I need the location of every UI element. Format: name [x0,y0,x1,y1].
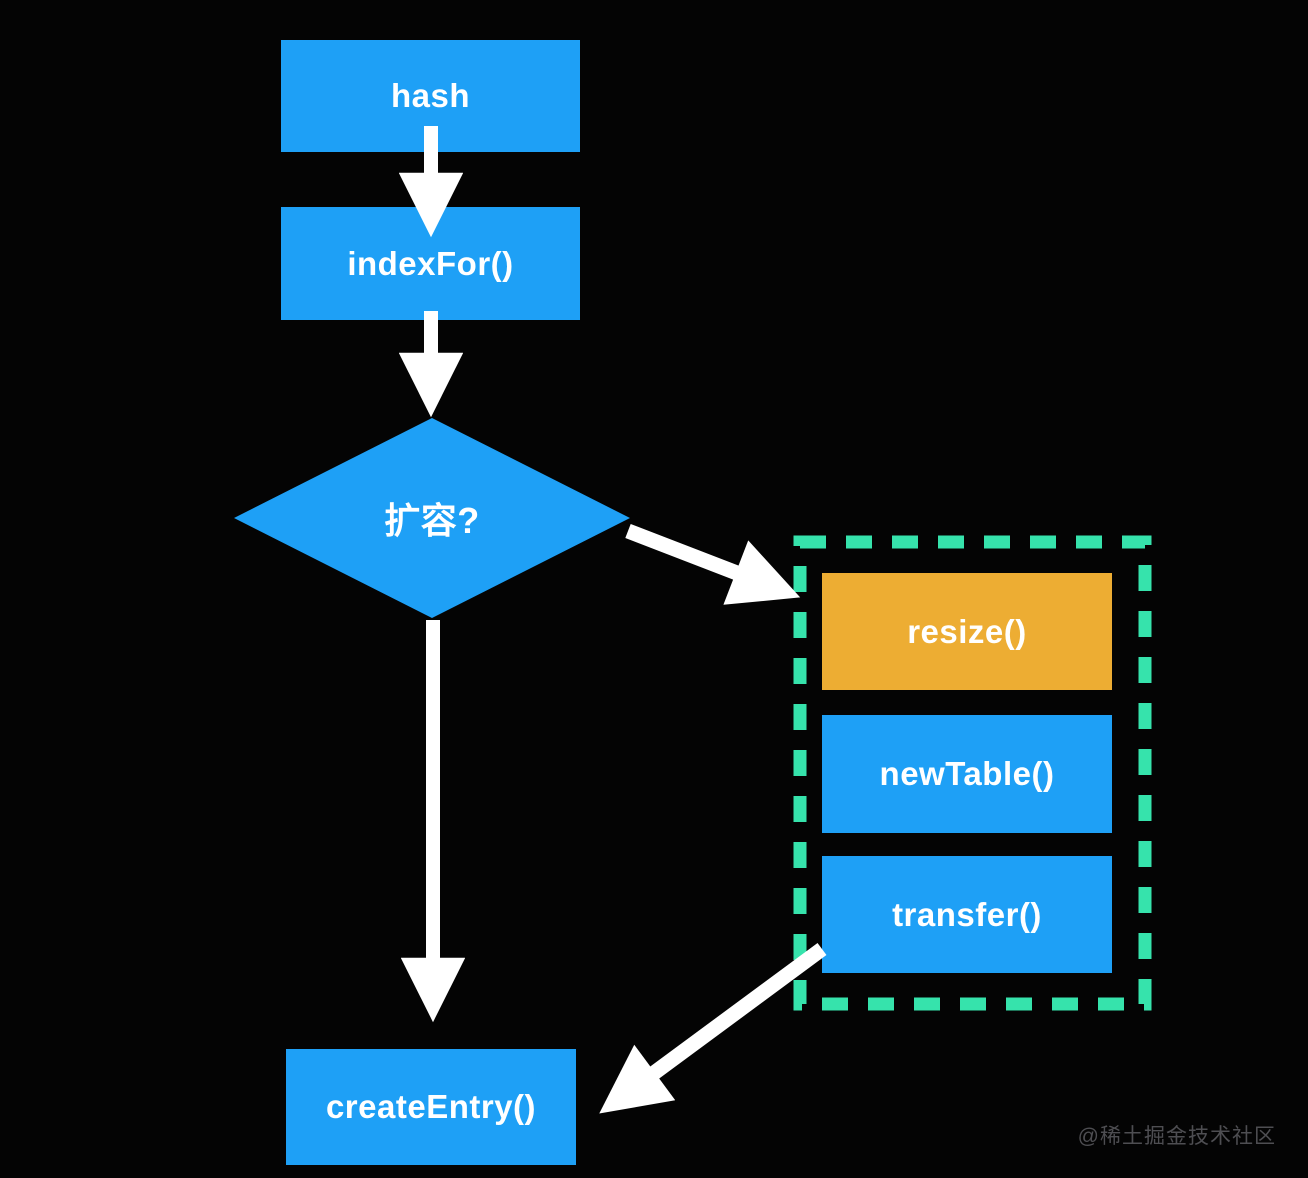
watermark-text: @稀土掘金技术社区 [1077,1125,1276,1148]
arrow-transfer-to-createentry [599,942,827,1114]
node-newtable-label: newTable() [879,755,1055,792]
node-indexfor-label: indexFor() [347,244,514,282]
node-transfer: transfer() [822,856,1112,973]
arrow-decision-to-resize-group [625,524,801,605]
node-newtable: newTable() [822,715,1112,833]
node-hash-label: hash [390,77,471,114]
node-resize: resize() [822,573,1112,690]
node-decision-label: 扩容? [384,500,480,541]
node-indexfor: indexFor() [281,207,580,320]
node-decision-expand: 扩容? [234,418,630,618]
node-createentry-label: createEntry() [325,1088,537,1125]
node-createentry: createEntry() [286,1049,576,1165]
node-transfer-label: transfer() [892,895,1042,933]
node-hash: hash [281,40,580,152]
node-resize-label: resize() [907,612,1027,650]
